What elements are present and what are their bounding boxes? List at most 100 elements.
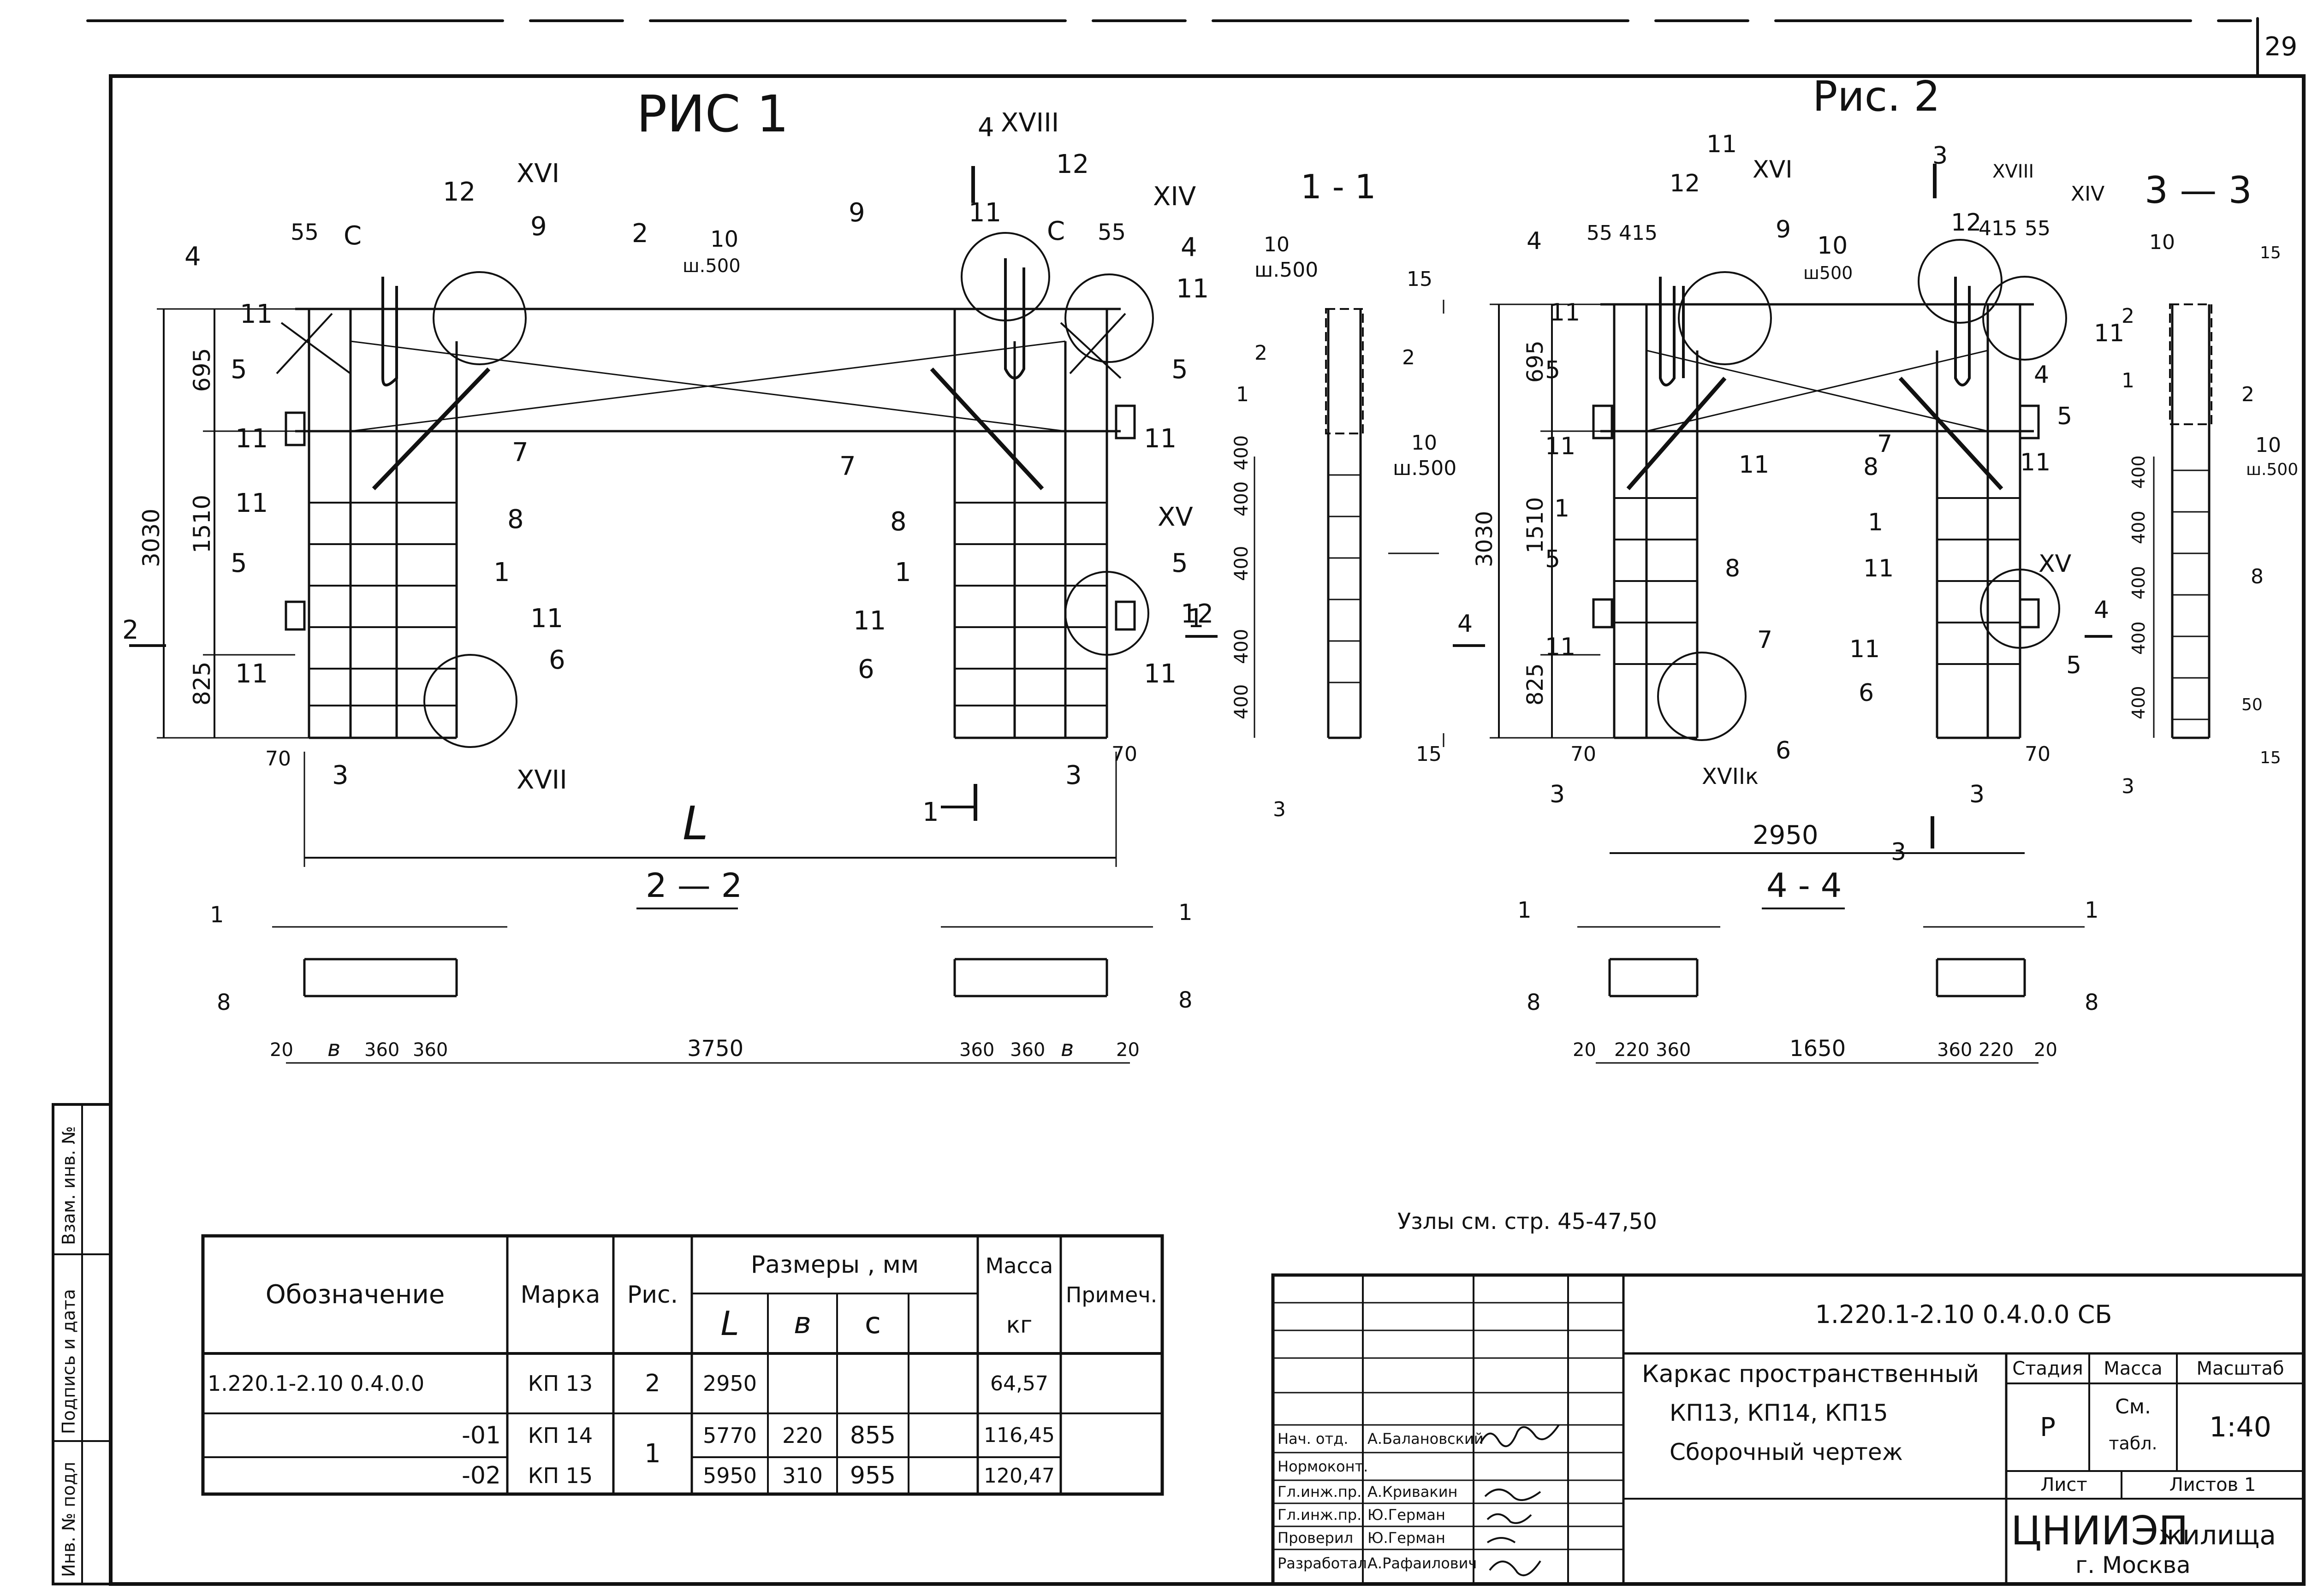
- stamp-code: 1.220.1-2.10 0.4.0.0 СБ: [1815, 1299, 2112, 1329]
- section-1-1-spacings: 400 400 400 400 400: [1231, 435, 1252, 719]
- stamp-name-3: Ю.Герман: [1367, 1506, 1445, 1524]
- section-3-3-spacings: 400 400 400 400 400: [2128, 455, 2149, 719]
- table-row-0-mark: КП 13: [528, 1371, 593, 1396]
- callout: 3: [332, 760, 349, 790]
- table-row-1-c: 855: [850, 1421, 896, 1449]
- label: ш.500: [1393, 457, 1456, 480]
- callout: 9: [849, 198, 865, 228]
- stamp-mass-header: Масса: [2104, 1358, 2163, 1379]
- section-3-3-title: 3 — 3: [2145, 169, 2252, 212]
- section-2-2-drawing: [272, 908, 1153, 1064]
- label: 360: [1937, 1039, 1972, 1061]
- label: 15: [2260, 748, 2281, 767]
- callout: 3: [1550, 781, 1565, 808]
- callout: 1: [895, 558, 911, 587]
- fig2-dim-415-right: 415: [1979, 217, 2017, 240]
- callout: 5: [1545, 546, 1560, 573]
- label: в: [1061, 1036, 1074, 1062]
- callout: 5: [231, 548, 247, 578]
- callout: 5: [1545, 356, 1560, 384]
- table-row-0-mass: 64,57: [990, 1371, 1048, 1395]
- table-header-mass: Масса: [985, 1253, 1053, 1278]
- callout: 11: [1545, 433, 1575, 460]
- fig2-dim-2950: 2950: [1753, 820, 1819, 850]
- fig1-dim-70-right: 70: [1111, 742, 1137, 766]
- stamp-role-1: Нормоконт.: [1278, 1458, 1368, 1475]
- table-row-1-designation: -01: [462, 1421, 501, 1449]
- table-header-fig: Рис.: [627, 1281, 678, 1309]
- label: 1: [2122, 369, 2134, 392]
- callout: 1: [1554, 495, 1569, 522]
- stamp-role-0: Нач. отд.: [1278, 1430, 1349, 1448]
- label: 8: [2251, 565, 2264, 588]
- table-row-2-L: 5950: [702, 1463, 757, 1488]
- fig2-title: Рис. 2: [1813, 72, 1940, 121]
- stamp-sheet-header: Лист: [2040, 1474, 2087, 1495]
- spacing: 400: [2128, 621, 2149, 655]
- stamp-name-2: А.Кривакин: [1367, 1483, 1458, 1501]
- spacing: 400: [1231, 481, 1252, 516]
- callout: 4: [2034, 361, 2049, 389]
- callout: 11: [240, 299, 273, 329]
- callout: 8: [1863, 453, 1878, 481]
- table-row-2-designation: -02: [462, 1462, 501, 1489]
- fig2-dim-55: 55: [1587, 221, 1612, 245]
- callout: XVII: [517, 765, 567, 795]
- fig1-dim-1510: 1510: [189, 495, 215, 553]
- label: 15: [1407, 267, 1432, 291]
- detail-circle-xviii: [961, 232, 1050, 321]
- label: 1: [1236, 383, 1249, 406]
- fig2-dim-825: 825: [1522, 663, 1548, 706]
- detail-circle-xviii-2: [1918, 239, 2003, 324]
- callout: 11: [1739, 451, 1769, 479]
- label: 20: [270, 1039, 293, 1061]
- stamp-mass: См.: [2115, 1394, 2151, 1418]
- table-header-sizes: Размеры , мм: [750, 1251, 919, 1279]
- frame-border: [109, 74, 2306, 1586]
- fig2-dim-70-right: 70: [2025, 742, 2050, 766]
- label: ш.500: [1254, 258, 1318, 282]
- callout: 3: [1969, 781, 1985, 808]
- fig1-callouts: 4 11 12 XVI 9 2 5 7 8 1 6 XVII 3 11 11 5…: [122, 108, 1213, 827]
- stamp-scale: 1:40: [2209, 1411, 2271, 1443]
- label: 8: [217, 990, 231, 1015]
- stamp-role-3: Гл.инж.пр.: [1278, 1506, 1362, 1524]
- label: 360: [1010, 1039, 1045, 1061]
- callout: 11: [853, 606, 886, 636]
- callout: 11: [530, 604, 563, 634]
- fig1-dim-695: 695: [189, 348, 215, 392]
- fig2-dim-1510: 1510: [1522, 497, 1548, 553]
- spacing: 400: [2128, 455, 2149, 489]
- detail-circle-xiv-2: [1982, 276, 2067, 361]
- spec-table-grid: [201, 1234, 1164, 1496]
- label: 15: [1416, 742, 1442, 766]
- callout: XVI: [1753, 156, 1793, 184]
- section-1-1-labels: 10 ш.500 15 2 2 1 10 ш.500 15 3: [1236, 233, 1456, 821]
- label: 15: [2260, 243, 2281, 262]
- section-1-1-title: 1 - 1: [1301, 167, 1376, 206]
- callout: 11: [235, 488, 268, 518]
- callout: 5: [1171, 355, 1188, 385]
- callout: 10: [1817, 232, 1848, 260]
- title-block-grid: [1271, 1273, 2306, 1586]
- callout: 12: [1670, 170, 1700, 197]
- label: 220: [1614, 1039, 1649, 1061]
- callout: 11: [1144, 659, 1177, 689]
- label: ш.500: [2246, 460, 2298, 479]
- callout: 9: [1776, 216, 1791, 243]
- table-header-b: в: [794, 1306, 811, 1341]
- label: 2: [2122, 304, 2134, 328]
- fig2-dim-415: 415: [1619, 221, 1658, 245]
- stamp-org: ЦНИИЭП: [2011, 1508, 2188, 1554]
- callout: 1: [493, 558, 510, 587]
- fig2-dim-70-left: 70: [1570, 742, 1596, 766]
- stamp-role-5: Разработал: [1278, 1554, 1367, 1572]
- table-header-mark: Марка: [520, 1281, 600, 1309]
- section-3-3-labels: 10 15 2 2 1 10 ш.500 8 3 15 50: [2122, 231, 2298, 798]
- label: 2: [1254, 341, 1267, 365]
- callout: 4: [2094, 596, 2109, 624]
- callout: 8: [1725, 555, 1740, 582]
- callout: ш500: [1803, 263, 1853, 283]
- callout: 5: [231, 355, 247, 385]
